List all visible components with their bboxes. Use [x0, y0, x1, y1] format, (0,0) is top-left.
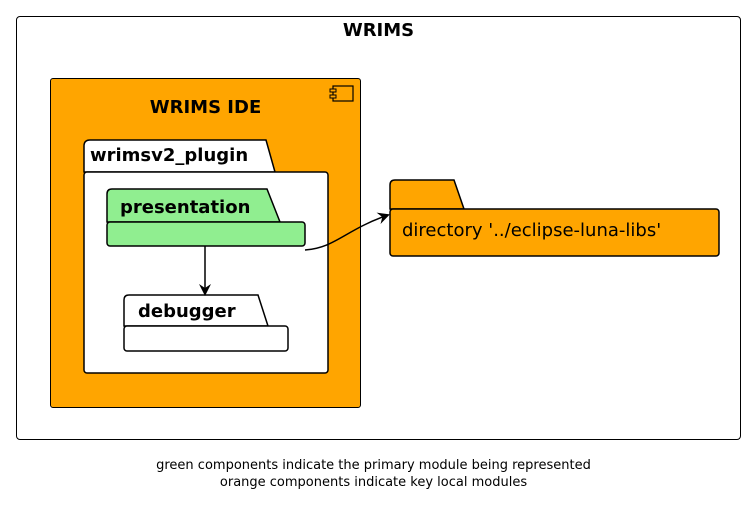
- debugger-package-label: debugger: [138, 301, 236, 322]
- debugger-package-body: [123, 325, 289, 352]
- directory-package-tab: [389, 179, 466, 210]
- component-icon: [329, 85, 354, 102]
- presentation-package-body: [106, 221, 306, 247]
- legend-caption: green components indicate the primary mo…: [0, 457, 747, 491]
- debugger-package-tab: [123, 294, 270, 327]
- caption-line-green: green components indicate the primary mo…: [156, 458, 591, 473]
- plugin-package-label: wrimsv2_plugin: [90, 145, 249, 166]
- wrims-ide-title: WRIMS IDE: [149, 97, 262, 118]
- wrims-title: WRIMS: [342, 20, 415, 41]
- presentation-to-directory-arrow: [304, 212, 390, 251]
- caption-line-orange: orange components indicate key local mod…: [219, 475, 528, 490]
- presentation-package-tab: [106, 188, 282, 223]
- directory-package-body: [389, 208, 720, 257]
- plugin-package-tab: [83, 139, 276, 173]
- presentation-package-label: presentation: [120, 197, 251, 218]
- directory-package-label: directory '../eclipse-luna-libs': [402, 220, 662, 241]
